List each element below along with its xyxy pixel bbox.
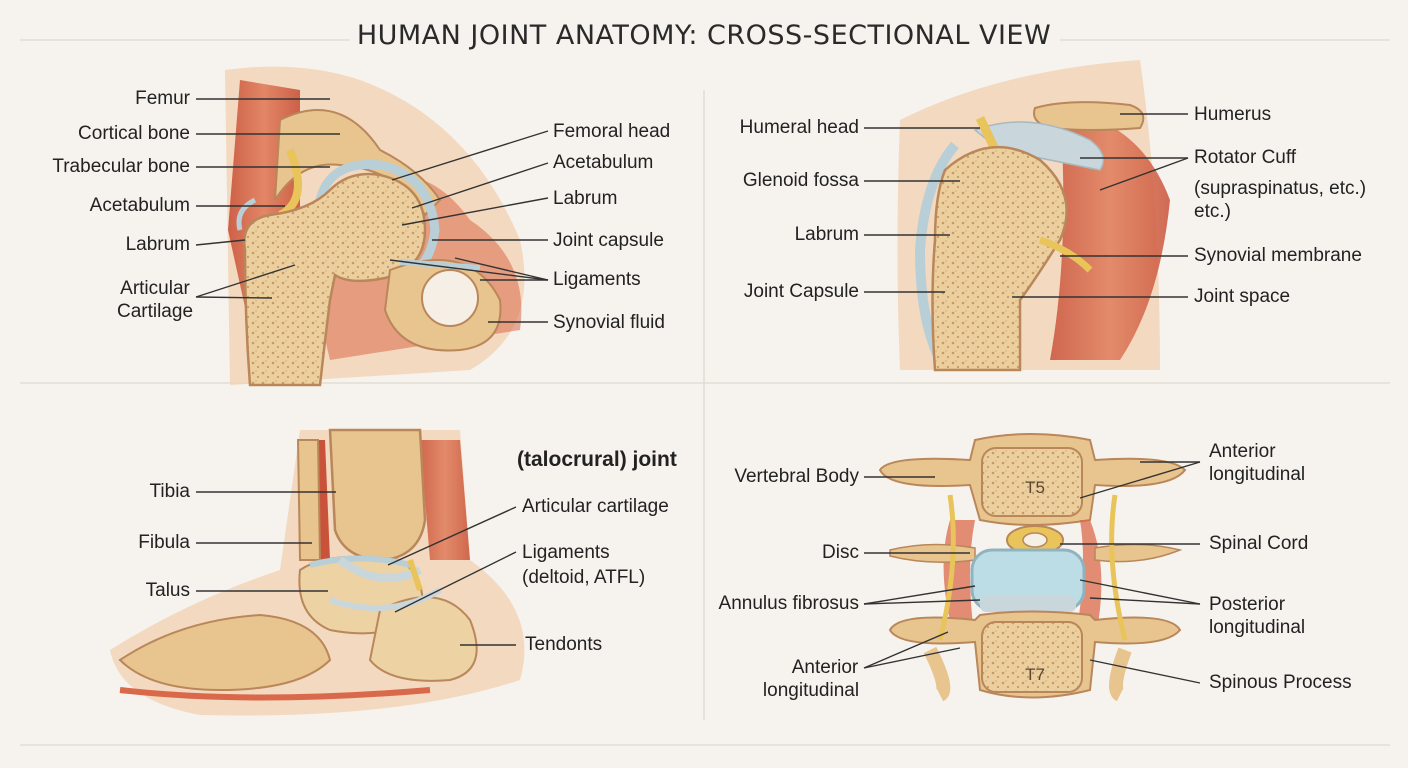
label-synovial-membrane: Synovial membrane (1194, 245, 1362, 266)
label-femoral-head: Femoral head (553, 121, 671, 142)
label-glenoid-fossa: Glenoid fossa (742, 170, 859, 191)
label-joint-capsule: Joint capsule (553, 230, 664, 251)
shoulder-joint-illustration (897, 60, 1170, 372)
label-tendons: Tendonts (525, 634, 603, 655)
label-trabecular-bone: Trabecular bone (52, 156, 190, 177)
label-spinous-process: Spinous Process (1209, 672, 1352, 693)
label-humeral-head: Humeral head (739, 117, 859, 138)
label-spinal-cord: Spinal Cord (1209, 533, 1309, 554)
ankle-heading: (talocrural) joint (517, 448, 677, 471)
label-anterior-longitudinal-right-line2: longitudinal (1209, 464, 1306, 485)
label-rotator-cuff-detail-1: (supraspinatus, etc.) (1194, 178, 1367, 199)
label-posterior-longitudinal-line2: longitudinal (1209, 617, 1306, 638)
t5-label: T5 (1025, 478, 1045, 497)
label-rotator-cuff-detail-2: etc.) (1194, 201, 1231, 222)
label-acetabulum-left: Acetabulum (89, 195, 190, 216)
label-vertebral-body: Vertebral Body (734, 466, 859, 487)
label-femur: Femur (135, 88, 190, 109)
label-anterior-longitudinal-left-line1: Anterior (791, 657, 859, 678)
label-joint-space: Joint space (1194, 286, 1291, 307)
page-title: HUMAN JOINT ANATOMY: CROSS-SECTIONAL VIE… (356, 20, 1052, 51)
label-anterior-longitudinal-right-line1: Anterior (1209, 441, 1276, 462)
t7-label: T7 (1025, 665, 1045, 684)
hip-joint-illustration (225, 66, 525, 387)
label-ligaments-hip: Ligaments (553, 269, 641, 290)
label-joint-capsule-shoulder: Joint Capsule (743, 281, 859, 302)
label-acetabulum-right: Acetabulum (553, 152, 654, 173)
label-humerus: Humerus (1194, 104, 1272, 125)
label-posterior-longitudinal-line1: Posterior (1209, 594, 1286, 615)
label-cortical-bone: Cortical bone (78, 123, 190, 144)
label-ligaments-ankle-line1: Ligaments (522, 542, 610, 563)
ankle-joint-illustration (110, 428, 525, 716)
label-articular-cartilage-line1: Articular (120, 278, 190, 299)
label-tibia: Tibia (149, 481, 190, 502)
label-articular-cartilage-ankle: Articular cartilage (522, 496, 669, 517)
label-labrum-right: Labrum (553, 188, 618, 209)
label-labrum-left: Labrum (125, 234, 190, 255)
label-articular-cartilage-line2: Cartilage (116, 301, 194, 322)
label-fibula: Fibula (138, 532, 190, 553)
leader-lines (195, 98, 1201, 684)
label-anterior-longitudinal-left-line2: longitudinal (762, 680, 860, 701)
spine-illustration (878, 433, 1187, 702)
label-labrum-shoulder: Labrum (794, 224, 859, 245)
label-disc: Disc (822, 542, 859, 563)
label-ligaments-ankle-line2: (deltoid, ATFL) (522, 567, 646, 588)
label-talus: Talus (145, 580, 190, 601)
label-rotator-cuff: Rotator Cuff (1194, 147, 1297, 168)
label-synovial-fluid: Synovial fluid (553, 312, 665, 333)
label-annulus-fibrosus: Annulus fibrosus (718, 593, 859, 614)
